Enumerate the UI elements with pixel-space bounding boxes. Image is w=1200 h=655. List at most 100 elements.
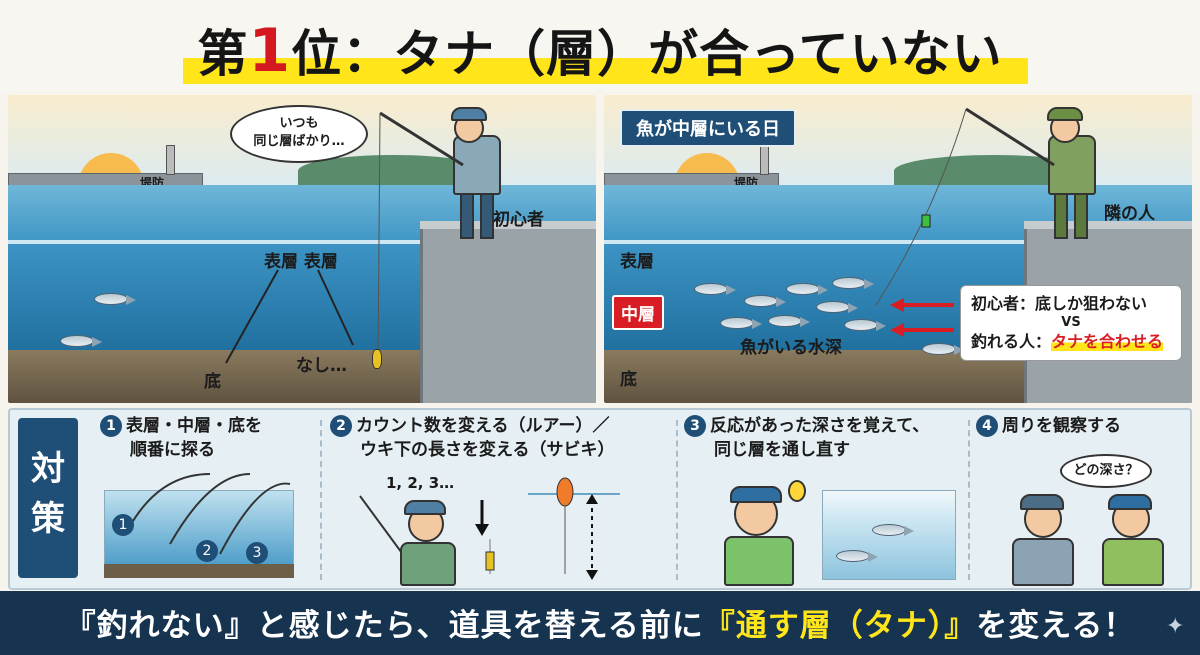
comparison-box: 初心者：底しか狙わない VS 釣れる人：タナを合わせる: [960, 285, 1182, 361]
fish-icon: [744, 295, 786, 307]
fish-icon: [844, 319, 886, 331]
fish-icon: [60, 335, 102, 347]
lightbulb-icon: [788, 480, 806, 502]
footer-part3: を変える！: [976, 608, 1136, 644]
bubble-line1: いつも: [279, 116, 319, 131]
question-bubble: どの深さ？: [1060, 454, 1152, 488]
fish-icon: [832, 277, 874, 289]
compare-line1: 初心者：底しか狙わない: [971, 294, 1148, 313]
observer-cap: [1020, 494, 1064, 510]
pointer-lines: [225, 269, 354, 364]
depth-marker-3: 3: [246, 542, 268, 564]
step-1-rods: [129, 473, 291, 555]
neighbor-leg-left: [1054, 193, 1068, 239]
beginner-label: 初心者: [493, 210, 544, 230]
left-scene-panel: 堤防 初心者 いつも 同じ層ばかり… 表層 表層 底 なし…: [8, 95, 596, 403]
neighbor-label: 隣の人: [1104, 204, 1155, 224]
surface-label: 表層: [620, 252, 654, 272]
beginner-cap: [404, 500, 446, 515]
divider: [968, 420, 970, 580]
thought-bubble: いつも 同じ層ばかり…: [230, 105, 368, 163]
step-3-line2: 同じ層を通し直す: [714, 440, 850, 460]
step-2-line1: カウント数を変える（ルアー）／: [356, 416, 610, 436]
title-rank: 1: [248, 16, 292, 86]
footer-message: 『釣れない』と感じたら、道具を替える前に『通す層（タナ）』を変える！: [0, 600, 1200, 645]
bottom-label: 底: [620, 370, 637, 390]
step-3-line1: 反応があった深さを覚えて、: [710, 416, 930, 436]
step-1-line2: 順番に探る: [130, 440, 215, 460]
step-1-number: 1: [100, 415, 122, 437]
surface-line: [604, 240, 1192, 244]
neighbor-leg-right: [1074, 193, 1088, 239]
angler-leg-right: [480, 193, 494, 239]
step-2-number: 2: [330, 415, 352, 437]
quay-wall: [420, 225, 596, 403]
angler-leg-left: [460, 193, 474, 239]
sparkle-icon: ✦: [1166, 614, 1185, 639]
happy-cap: [730, 486, 782, 503]
footer-part2: 『通す層（タナ）』: [703, 608, 977, 644]
divider: [320, 420, 322, 580]
countermeasures-label: 対策: [18, 418, 78, 578]
count-text: 1, 2, 3…: [386, 474, 455, 492]
lure-icon: [372, 349, 382, 369]
scenario-header: 魚が中層にいる日: [620, 109, 796, 147]
none-label: なし…: [296, 356, 347, 376]
compare-line2: 釣れる人：タナを合わせる: [971, 330, 1171, 354]
footer-banner: [0, 591, 1200, 655]
right-scene-panel: 堤防 魚が中層にいる日 隣の人 表層 中層 底 魚がいる水深: [604, 95, 1192, 403]
angler-cap: [451, 107, 487, 121]
fish-icon: [922, 343, 964, 355]
footer-part1: 『釣れない』と感じたら、道具を替える前に: [64, 608, 704, 644]
fish-icon: [786, 283, 828, 295]
step-4-line1: 周りを観察する: [1002, 416, 1121, 436]
quay-top: [420, 221, 596, 229]
happy-body: [724, 536, 794, 586]
step-1-seabed: [104, 564, 294, 578]
depth-marker-1: 1: [112, 514, 134, 536]
middle-layer-tag: 中層: [612, 295, 664, 330]
left-rod-line: [377, 111, 464, 366]
compare-vs: VS: [1061, 315, 1081, 330]
fish-icon: [94, 293, 136, 305]
right-rod-line: [875, 107, 1055, 337]
compare-line2-prefix: 釣れる人：: [971, 332, 1052, 351]
lighthouse-icon: [166, 145, 175, 175]
fish-icon: [816, 301, 858, 313]
title-prefix: 第: [197, 25, 249, 83]
fish-icon: [872, 524, 914, 536]
fish-depth-label: 魚がいる水深: [740, 338, 842, 358]
bottom-label: 底: [204, 372, 221, 392]
neighbor-cap: [1108, 494, 1152, 510]
fish-icon: [694, 283, 736, 295]
bubble-line2: 同じ層ばかり…: [253, 134, 345, 149]
observer-body: [1012, 538, 1074, 586]
depth-marker-2: 2: [196, 540, 218, 562]
step-2-line2: ウキ下の長さを変える（サビキ）: [360, 440, 615, 460]
title-suffix: 位：タナ（層）が合っていない: [291, 25, 1003, 83]
compare-line2-highlight: タナを合わせる: [1051, 332, 1164, 351]
surface-layer-labels: 表層 表層: [264, 252, 338, 272]
neighbor-cap: [1047, 107, 1083, 121]
fish-icon: [768, 315, 810, 327]
step-1-line1: 表層・中層・底を: [126, 416, 262, 436]
step-2-illustration: [359, 477, 620, 580]
beginner-body: [400, 542, 456, 586]
step-4-number: 4: [976, 415, 998, 437]
page-title: 第1位：タナ（層）が合っていない: [0, 14, 1200, 86]
quay-top: [1024, 221, 1192, 229]
surface-line: [8, 240, 596, 244]
neighbor-body: [1102, 538, 1164, 586]
divider: [676, 420, 678, 580]
fish-icon: [720, 317, 762, 329]
title-highlight: [183, 58, 1028, 84]
